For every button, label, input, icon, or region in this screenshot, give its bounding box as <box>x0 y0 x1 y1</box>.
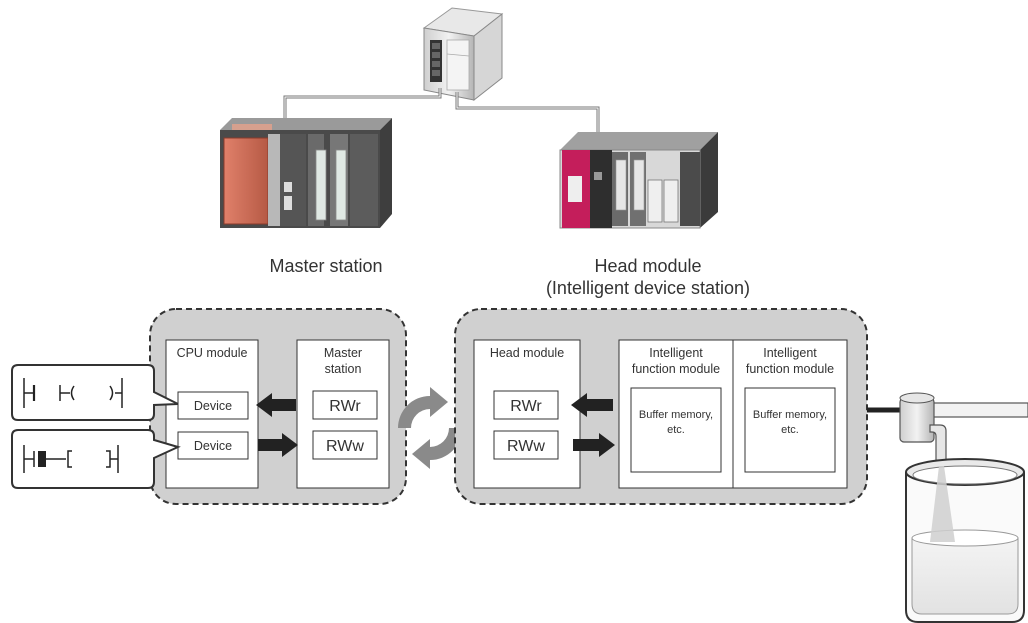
ladder-callout-bottom <box>11 429 181 489</box>
device-box-bottom <box>177 431 249 460</box>
master-station-label: Master station <box>269 256 382 276</box>
ladder-callout-top <box>11 364 179 421</box>
head-module-sublabel: (Intelligent device station) <box>546 278 750 298</box>
cpu-module-label: CPU module <box>177 346 248 360</box>
master-station-title-2: station <box>325 362 362 376</box>
head-rwr-box <box>493 390 559 420</box>
arrow-left-master <box>256 393 296 417</box>
ifm2-title-2: function module <box>746 362 834 376</box>
arrow-right-master <box>258 433 298 457</box>
flow-meter-tank <box>867 392 1028 623</box>
arrow-left-head <box>571 393 613 417</box>
master-station-title-1: Master <box>324 346 362 360</box>
head-rww-label: RWw <box>507 438 545 455</box>
cyclic-transmission-icon <box>398 387 462 469</box>
ifm2-buffer-label-2: etc. <box>781 424 799 436</box>
head-rww-box <box>493 430 559 460</box>
ifm1-title-2: function module <box>632 362 720 376</box>
master-rww-box <box>312 430 378 460</box>
ifm1-buffer-box <box>630 387 722 473</box>
network-switch <box>422 7 504 102</box>
ifm2-buffer-label-1: Buffer memory, <box>753 409 827 421</box>
device-label-top: Device <box>194 399 232 413</box>
head-module-box-label: Head module <box>490 346 564 360</box>
ifm2-title-1: Intelligent <box>763 346 817 360</box>
device-label-bottom: Device <box>194 439 232 453</box>
head-rwr-label: RWr <box>510 398 542 415</box>
arrow-right-head <box>573 433 615 457</box>
master-station-plc <box>220 118 392 228</box>
head-module-label: Head module <box>594 256 701 276</box>
master-rwr-label: RWr <box>329 398 361 415</box>
ifm1-title-1: Intelligent <box>649 346 703 360</box>
ifm1-buffer-label-1: Buffer memory, <box>639 409 713 421</box>
ifm1-buffer-label-2: etc. <box>667 424 685 436</box>
head-module-plc <box>559 132 718 229</box>
master-rwr-box <box>312 390 378 420</box>
ifm2-buffer-box <box>744 387 836 473</box>
master-rww-label: RWw <box>326 438 364 455</box>
device-box-top <box>177 391 249 420</box>
